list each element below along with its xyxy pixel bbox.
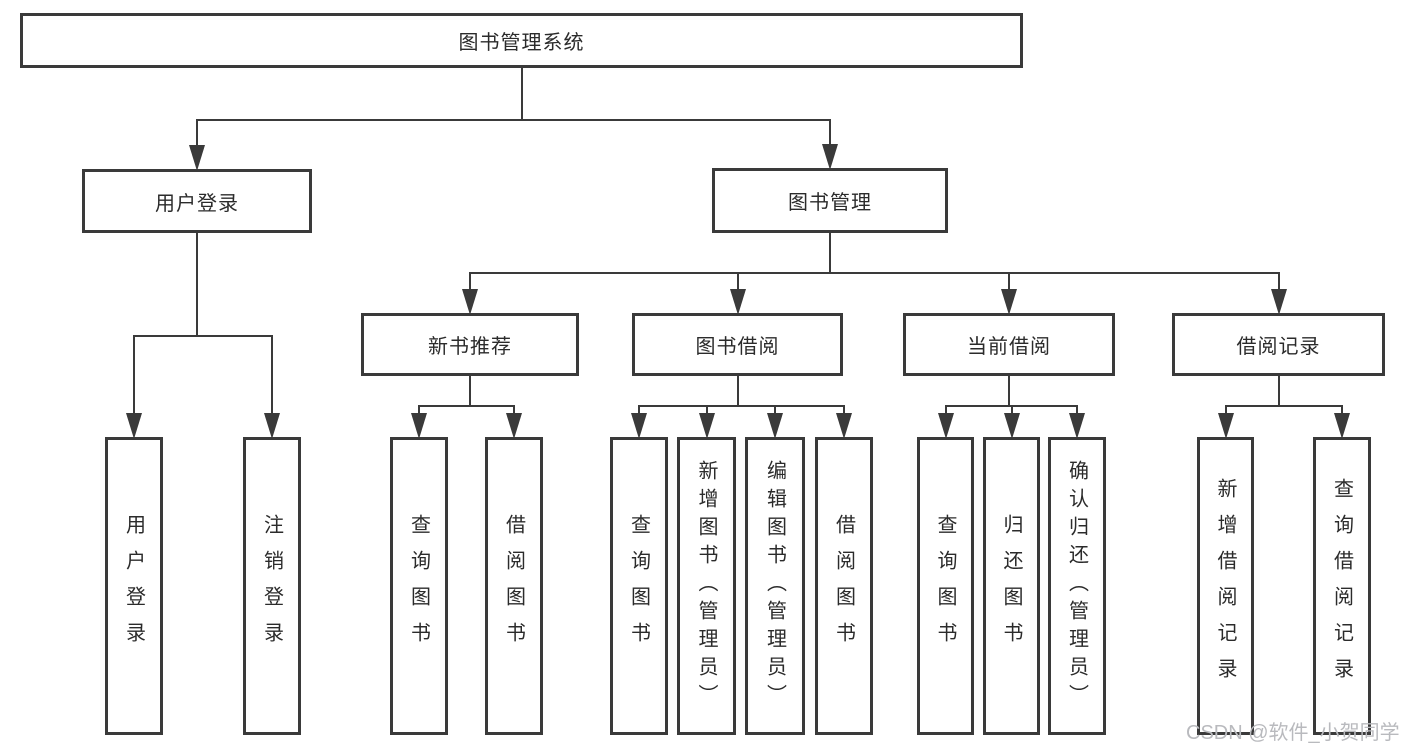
node-label: 查询图书 xyxy=(627,514,650,658)
connector-line xyxy=(196,233,198,335)
node-leaf-logout: 注销登录 xyxy=(243,437,301,735)
node-leaf-nb-query: 查询图书 xyxy=(390,437,448,735)
connector-line xyxy=(736,376,739,405)
connector-line xyxy=(469,272,1280,274)
arrowhead-down-icon xyxy=(822,144,838,170)
connector-line xyxy=(1277,376,1280,405)
node-label: 图书管理系统 xyxy=(458,32,585,54)
node-label: 归还图书 xyxy=(1000,514,1022,658)
node-label: 查询图书 xyxy=(407,514,430,658)
connector-line xyxy=(1008,272,1010,297)
connector-line xyxy=(520,68,523,119)
node-label: 新书推荐 xyxy=(428,336,512,358)
node-borrow-records: 借阅记录 xyxy=(1172,313,1385,376)
node-label: 借阅图书 xyxy=(832,514,855,658)
node-leaf-br-query: 查询借阅记录 xyxy=(1313,437,1371,735)
arrowhead-down-icon xyxy=(506,413,522,439)
connector-line xyxy=(469,376,471,405)
arrowhead-down-icon xyxy=(462,289,478,315)
node-leaf-br-add: 新增借阅记录 xyxy=(1197,437,1254,735)
node-label: 确认归还（管理员） xyxy=(1065,460,1088,712)
arrowhead-down-icon xyxy=(1003,413,1020,439)
node-new-books: 新书推荐 xyxy=(361,313,579,376)
node-label: 编辑图书（管理员） xyxy=(763,460,786,712)
node-label: 借阅图书 xyxy=(502,514,525,658)
arrowhead-down-icon xyxy=(767,413,783,439)
connector-line xyxy=(829,119,831,152)
connector-line xyxy=(1008,376,1010,405)
connector-line xyxy=(469,272,471,297)
node-root: 图书管理系统 xyxy=(20,13,1023,68)
arrowhead-down-icon xyxy=(631,413,647,439)
connector-line xyxy=(736,272,739,297)
node-label: 新增图书（管理员） xyxy=(695,460,717,712)
node-leaf-bb-add: 新增图书（管理员） xyxy=(677,437,736,735)
connector-line xyxy=(196,119,831,121)
watermark: CSDN @软件_小贺同学 xyxy=(1186,722,1400,744)
node-leaf-bb-borrow: 借阅图书 xyxy=(815,437,873,735)
arrowhead-down-icon xyxy=(836,413,852,439)
arrowhead-down-icon xyxy=(126,413,142,439)
arrowhead-down-icon xyxy=(1334,413,1350,439)
node-label: 用户登录 xyxy=(155,192,239,215)
node-label: 借阅记录 xyxy=(1236,336,1321,358)
node-label: 新增借阅记录 xyxy=(1214,478,1236,694)
arrowhead-down-icon xyxy=(729,289,746,315)
connector-line xyxy=(271,335,273,421)
node-label: 查询图书 xyxy=(934,514,956,658)
node-label: 用户登录 xyxy=(122,514,145,658)
arrowhead-down-icon xyxy=(1069,413,1085,439)
node-book-borrow: 图书借阅 xyxy=(632,313,843,376)
node-book-mgmt: 图书管理 xyxy=(712,168,948,233)
arrowhead-down-icon xyxy=(698,413,715,439)
node-leaf-cb-confirm: 确认归还（管理员） xyxy=(1048,437,1106,735)
arrowhead-down-icon xyxy=(1217,413,1234,439)
node-leaf-cb-query: 查询图书 xyxy=(917,437,974,735)
connector-line xyxy=(638,405,845,407)
node-label: 图书管理 xyxy=(788,192,872,214)
connector-line xyxy=(133,335,273,337)
arrowhead-down-icon xyxy=(411,413,427,439)
connector-line xyxy=(418,405,515,407)
node-label: 图书借阅 xyxy=(695,336,780,358)
arrowhead-down-icon xyxy=(264,413,280,439)
connector-line xyxy=(1224,405,1343,407)
node-leaf-nb-borrow: 借阅图书 xyxy=(485,437,543,735)
arrowhead-down-icon xyxy=(1270,289,1287,315)
node-leaf-bb-query: 查询图书 xyxy=(610,437,668,735)
arrowhead-down-icon xyxy=(937,413,954,439)
node-user-login: 用户登录 xyxy=(82,169,312,233)
arrowhead-down-icon xyxy=(1001,289,1017,315)
connector-line xyxy=(1277,272,1280,297)
node-label: 查询借阅记录 xyxy=(1330,478,1353,694)
connector-line xyxy=(133,335,135,421)
connector-line xyxy=(829,233,831,272)
node-leaf-user-login: 用户登录 xyxy=(105,437,163,735)
connector-line xyxy=(196,119,198,153)
node-leaf-cb-return: 归还图书 xyxy=(983,437,1040,735)
node-current-borrow: 当前借阅 xyxy=(903,313,1115,376)
node-label: 当前借阅 xyxy=(967,336,1051,358)
arrowhead-down-icon xyxy=(189,145,205,171)
node-leaf-bb-edit: 编辑图书（管理员） xyxy=(745,437,805,735)
node-label: 注销登录 xyxy=(260,514,283,658)
